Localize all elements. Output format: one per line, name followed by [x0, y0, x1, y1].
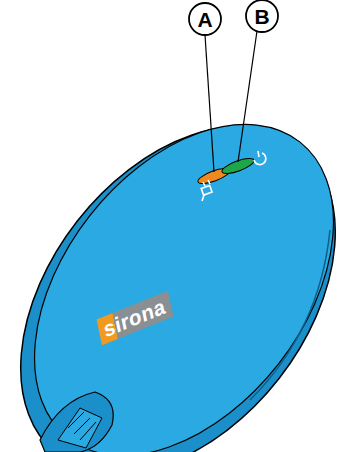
leader-line — [238, 31, 257, 162]
seam-line — [250, 230, 330, 400]
power-icon — [254, 151, 266, 165]
housing-side — [0, 67, 343, 452]
plug-icon — [201, 180, 212, 201]
connector-socket — [40, 392, 113, 452]
callout-letter: A — [197, 9, 212, 30]
callout-circle — [246, 0, 278, 32]
callout-letter: B — [254, 6, 269, 27]
leader-line — [205, 35, 214, 172]
callout-circle — [189, 3, 221, 35]
housing-top — [0, 68, 343, 452]
